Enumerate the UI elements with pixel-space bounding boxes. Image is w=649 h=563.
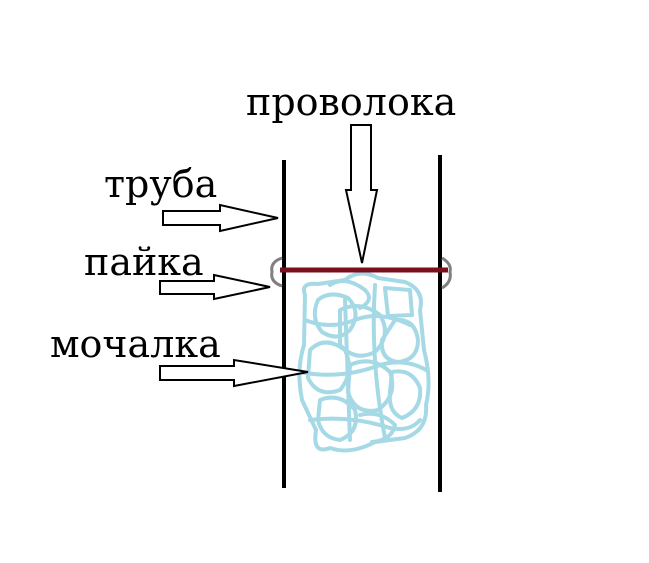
arrow-pipe xyxy=(162,203,279,233)
arrow-wire xyxy=(344,124,379,264)
label-solder: пайка xyxy=(84,240,204,284)
label-pipe: труба xyxy=(104,162,217,206)
label-wire: проволока xyxy=(246,80,456,124)
solder-left xyxy=(270,256,283,288)
arrow-sponge xyxy=(159,358,309,388)
solder-right xyxy=(441,256,452,290)
label-sponge: мочалка xyxy=(50,322,221,366)
arrow-solder xyxy=(159,273,271,301)
sponge-scribble xyxy=(297,271,431,453)
